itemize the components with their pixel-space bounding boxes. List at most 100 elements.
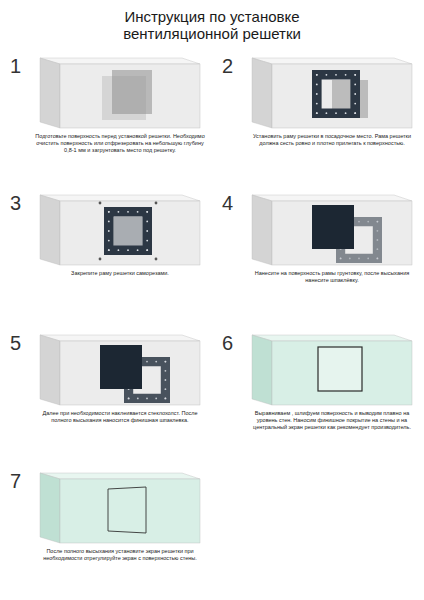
- frame-hole: [354, 84, 356, 86]
- frame-hole: [326, 74, 328, 76]
- screw: [99, 258, 102, 261]
- frame-hole: [127, 249, 129, 251]
- frame-hole: [367, 221, 369, 223]
- step-caption: Установить раму решетки в посадочное мес…: [246, 133, 418, 147]
- frame-hole: [108, 211, 110, 213]
- frame-hole: [108, 249, 110, 251]
- frame-hole: [146, 249, 148, 251]
- wall-front: [272, 201, 412, 265]
- frame-hole: [316, 112, 318, 114]
- frame-hole: [354, 112, 356, 114]
- frame-hole: [377, 221, 379, 223]
- frame-hole: [354, 112, 356, 114]
- grille-screen: [108, 487, 146, 533]
- step-caption: Далее при необходимости наклеивается сте…: [34, 410, 206, 424]
- frame-hole: [377, 239, 379, 241]
- frame-hole: [377, 221, 379, 223]
- frame-hole: [165, 379, 167, 381]
- grille-frame: [104, 207, 152, 255]
- step-caption: Подготовьте поверхность перед установкой…: [34, 133, 206, 154]
- step-caption: После полного высыхания установите экран…: [34, 548, 206, 562]
- frame-hole: [316, 74, 318, 76]
- frame-hole: [165, 388, 167, 390]
- recess: [114, 217, 142, 247]
- frame-hole: [340, 258, 342, 260]
- frame-hole: [108, 230, 110, 232]
- step-caption: Нанесите на поверхность рамы грунтовку, …: [246, 270, 418, 284]
- frame-hole: [146, 230, 148, 232]
- wall-front: [60, 64, 200, 128]
- grille-frame: [312, 70, 360, 118]
- screw: [99, 202, 102, 205]
- wall-side: [40, 58, 60, 128]
- putty-layer: [312, 205, 354, 249]
- frame-hole: [377, 230, 379, 232]
- frame-hole: [118, 211, 120, 213]
- wall-front: [60, 341, 200, 405]
- frame-hole: [155, 398, 157, 400]
- recess: [112, 70, 152, 114]
- frame-hole: [165, 370, 167, 372]
- step-number: 2: [222, 56, 233, 76]
- frame-hole: [316, 74, 318, 76]
- frame-hole: [377, 258, 379, 260]
- frame-hole: [128, 398, 130, 400]
- wall-side: [40, 195, 60, 265]
- grille-screen: [318, 347, 362, 391]
- wall-side: [252, 195, 272, 265]
- frame-hole: [146, 361, 148, 363]
- step-number: 3: [10, 193, 21, 213]
- frame-hole: [354, 93, 356, 95]
- frame-hole: [146, 211, 148, 213]
- frame-hole: [137, 211, 139, 213]
- frame-hole: [146, 240, 148, 242]
- frame-hole: [358, 221, 360, 223]
- wall-side: [252, 58, 272, 128]
- frame-hole: [316, 112, 318, 114]
- frame-hole: [367, 258, 369, 260]
- step-caption: Закрепите раму решетки саморезами.: [34, 270, 206, 277]
- screw: [155, 258, 158, 261]
- frame-hole: [335, 74, 337, 76]
- frame-hole: [165, 361, 167, 363]
- step-number: 5: [10, 333, 21, 353]
- wall-side: [252, 335, 272, 405]
- frame-hole: [345, 74, 347, 76]
- step-caption: Выравниваем , шлифуем поверхность и выво…: [246, 410, 418, 431]
- wall-front: [272, 341, 412, 405]
- frame-hole: [326, 112, 328, 114]
- frame-hole: [137, 249, 139, 251]
- frame-hole: [345, 112, 347, 114]
- wall-side: [40, 473, 60, 543]
- frame-hole: [128, 398, 130, 400]
- wall-front: [272, 64, 412, 128]
- frame-hole: [137, 398, 139, 400]
- frame-hole: [165, 361, 167, 363]
- wall-top: [252, 58, 412, 64]
- screw: [155, 202, 158, 205]
- frame-hole: [118, 249, 120, 251]
- frame-hole: [146, 249, 148, 251]
- wall-front: [60, 201, 200, 265]
- page-title: Инструкция по установке вентиляционной р…: [92, 8, 332, 43]
- frame-hole: [377, 258, 379, 260]
- frame-hole: [354, 74, 356, 76]
- step-number: 1: [10, 56, 21, 76]
- frame-hole: [146, 398, 148, 400]
- frame-hole: [108, 221, 110, 223]
- frame-hole: [127, 211, 129, 213]
- frame-hole: [335, 112, 337, 114]
- step-number: 7: [10, 471, 21, 491]
- wall-top: [40, 58, 200, 64]
- frame-hole: [146, 221, 148, 223]
- frame-hole: [165, 398, 167, 400]
- frame-hole: [108, 240, 110, 242]
- frame-hole: [349, 258, 351, 260]
- frame-hole: [108, 211, 110, 213]
- wall-top: [252, 335, 412, 341]
- frame-hole: [354, 103, 356, 105]
- wall-top: [40, 195, 200, 201]
- frame-hole: [316, 93, 318, 95]
- wall-top: [40, 335, 200, 341]
